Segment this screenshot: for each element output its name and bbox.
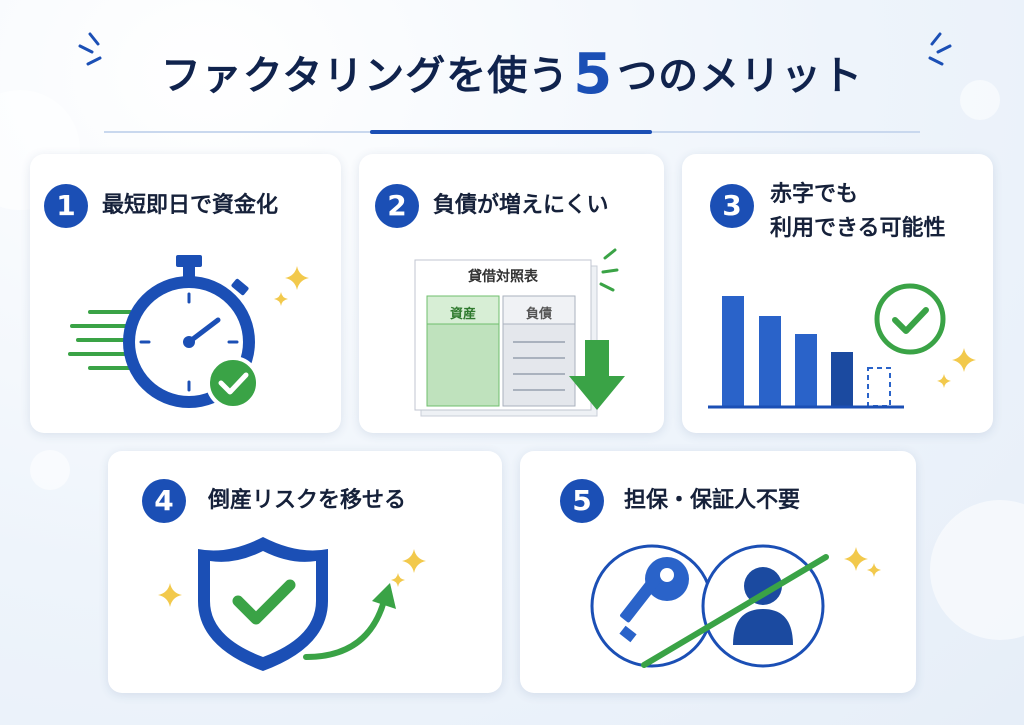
card-title: 担保・保証人不要 (624, 488, 801, 513)
background-bubble (930, 500, 1024, 640)
card-title-line2: 利用できる可能性 (770, 216, 946, 241)
balance-sheet-assets-label: 資産 (449, 307, 476, 322)
merit-card-5: 5 担保・保証人不要 (520, 451, 916, 693)
merit-card-4: 4 倒産リスクを移せる (108, 451, 502, 693)
merit-card-3: 3 赤字でも 利用できる可能性 (682, 154, 993, 433)
declining-bar-chart-check-icon (708, 283, 976, 409)
balance-sheet-liabilities-label: 負債 (525, 307, 552, 322)
title-divider-accent (370, 130, 652, 134)
card-number-badge: 4 (142, 479, 186, 523)
card-number-badge: 3 (710, 184, 754, 228)
card-title: 負債が増えにくい (433, 193, 609, 218)
balance-sheet-icon (414, 248, 625, 417)
background-bubble (960, 80, 1000, 120)
merit-card-2: 2 負債が増えにくい 貸借対照表 資産 負債 (359, 154, 664, 433)
title-burst-right-icon (928, 32, 952, 66)
card-number-badge: 5 (560, 479, 604, 523)
no-key-no-person-icon (590, 544, 881, 668)
stopwatch-check-icon (68, 255, 309, 410)
merit-card-1: 1 最短即日で資金化 (30, 154, 341, 433)
card-number-badge: 2 (375, 184, 419, 228)
balance-sheet-title: 貸借対照表 (468, 269, 538, 285)
card-title: 倒産リスクを移せる (208, 488, 407, 513)
shield-check-arrow-icon (158, 537, 426, 671)
background-bubble (30, 450, 70, 490)
title-burst-left-icon (78, 32, 102, 66)
card-title-line1: 赤字でも (770, 182, 859, 207)
card-title: 最短即日で資金化 (102, 193, 279, 218)
card-number-badge: 1 (44, 184, 88, 228)
